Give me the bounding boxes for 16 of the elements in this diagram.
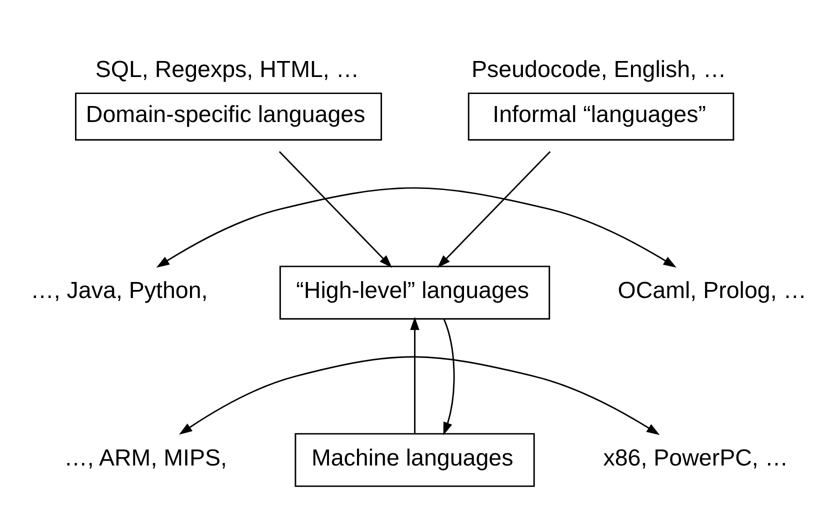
node-text: …, ARM, MIPS, [64,444,227,471]
node-box: Machine languages [294,433,535,487]
node-text: …, Java, Python, [30,277,208,304]
arrow [156,187,676,268]
node-box: “High-level” languages [279,266,550,320]
arrow [443,318,455,436]
arrow [278,151,392,268]
node-box: Domain-specific languages [75,92,382,141]
node-box: Informal “languages” [468,92,734,141]
node-label: Pseudocode, English, … [472,56,726,82]
node-label: SQL, Regexps, HTML, … [95,56,360,82]
arrow [179,356,660,435]
node-text: x86, PowerPC, … [603,444,788,471]
arrow [410,316,420,434]
node-text: OCaml, Prolog, … [618,277,807,304]
arrow [437,151,551,268]
